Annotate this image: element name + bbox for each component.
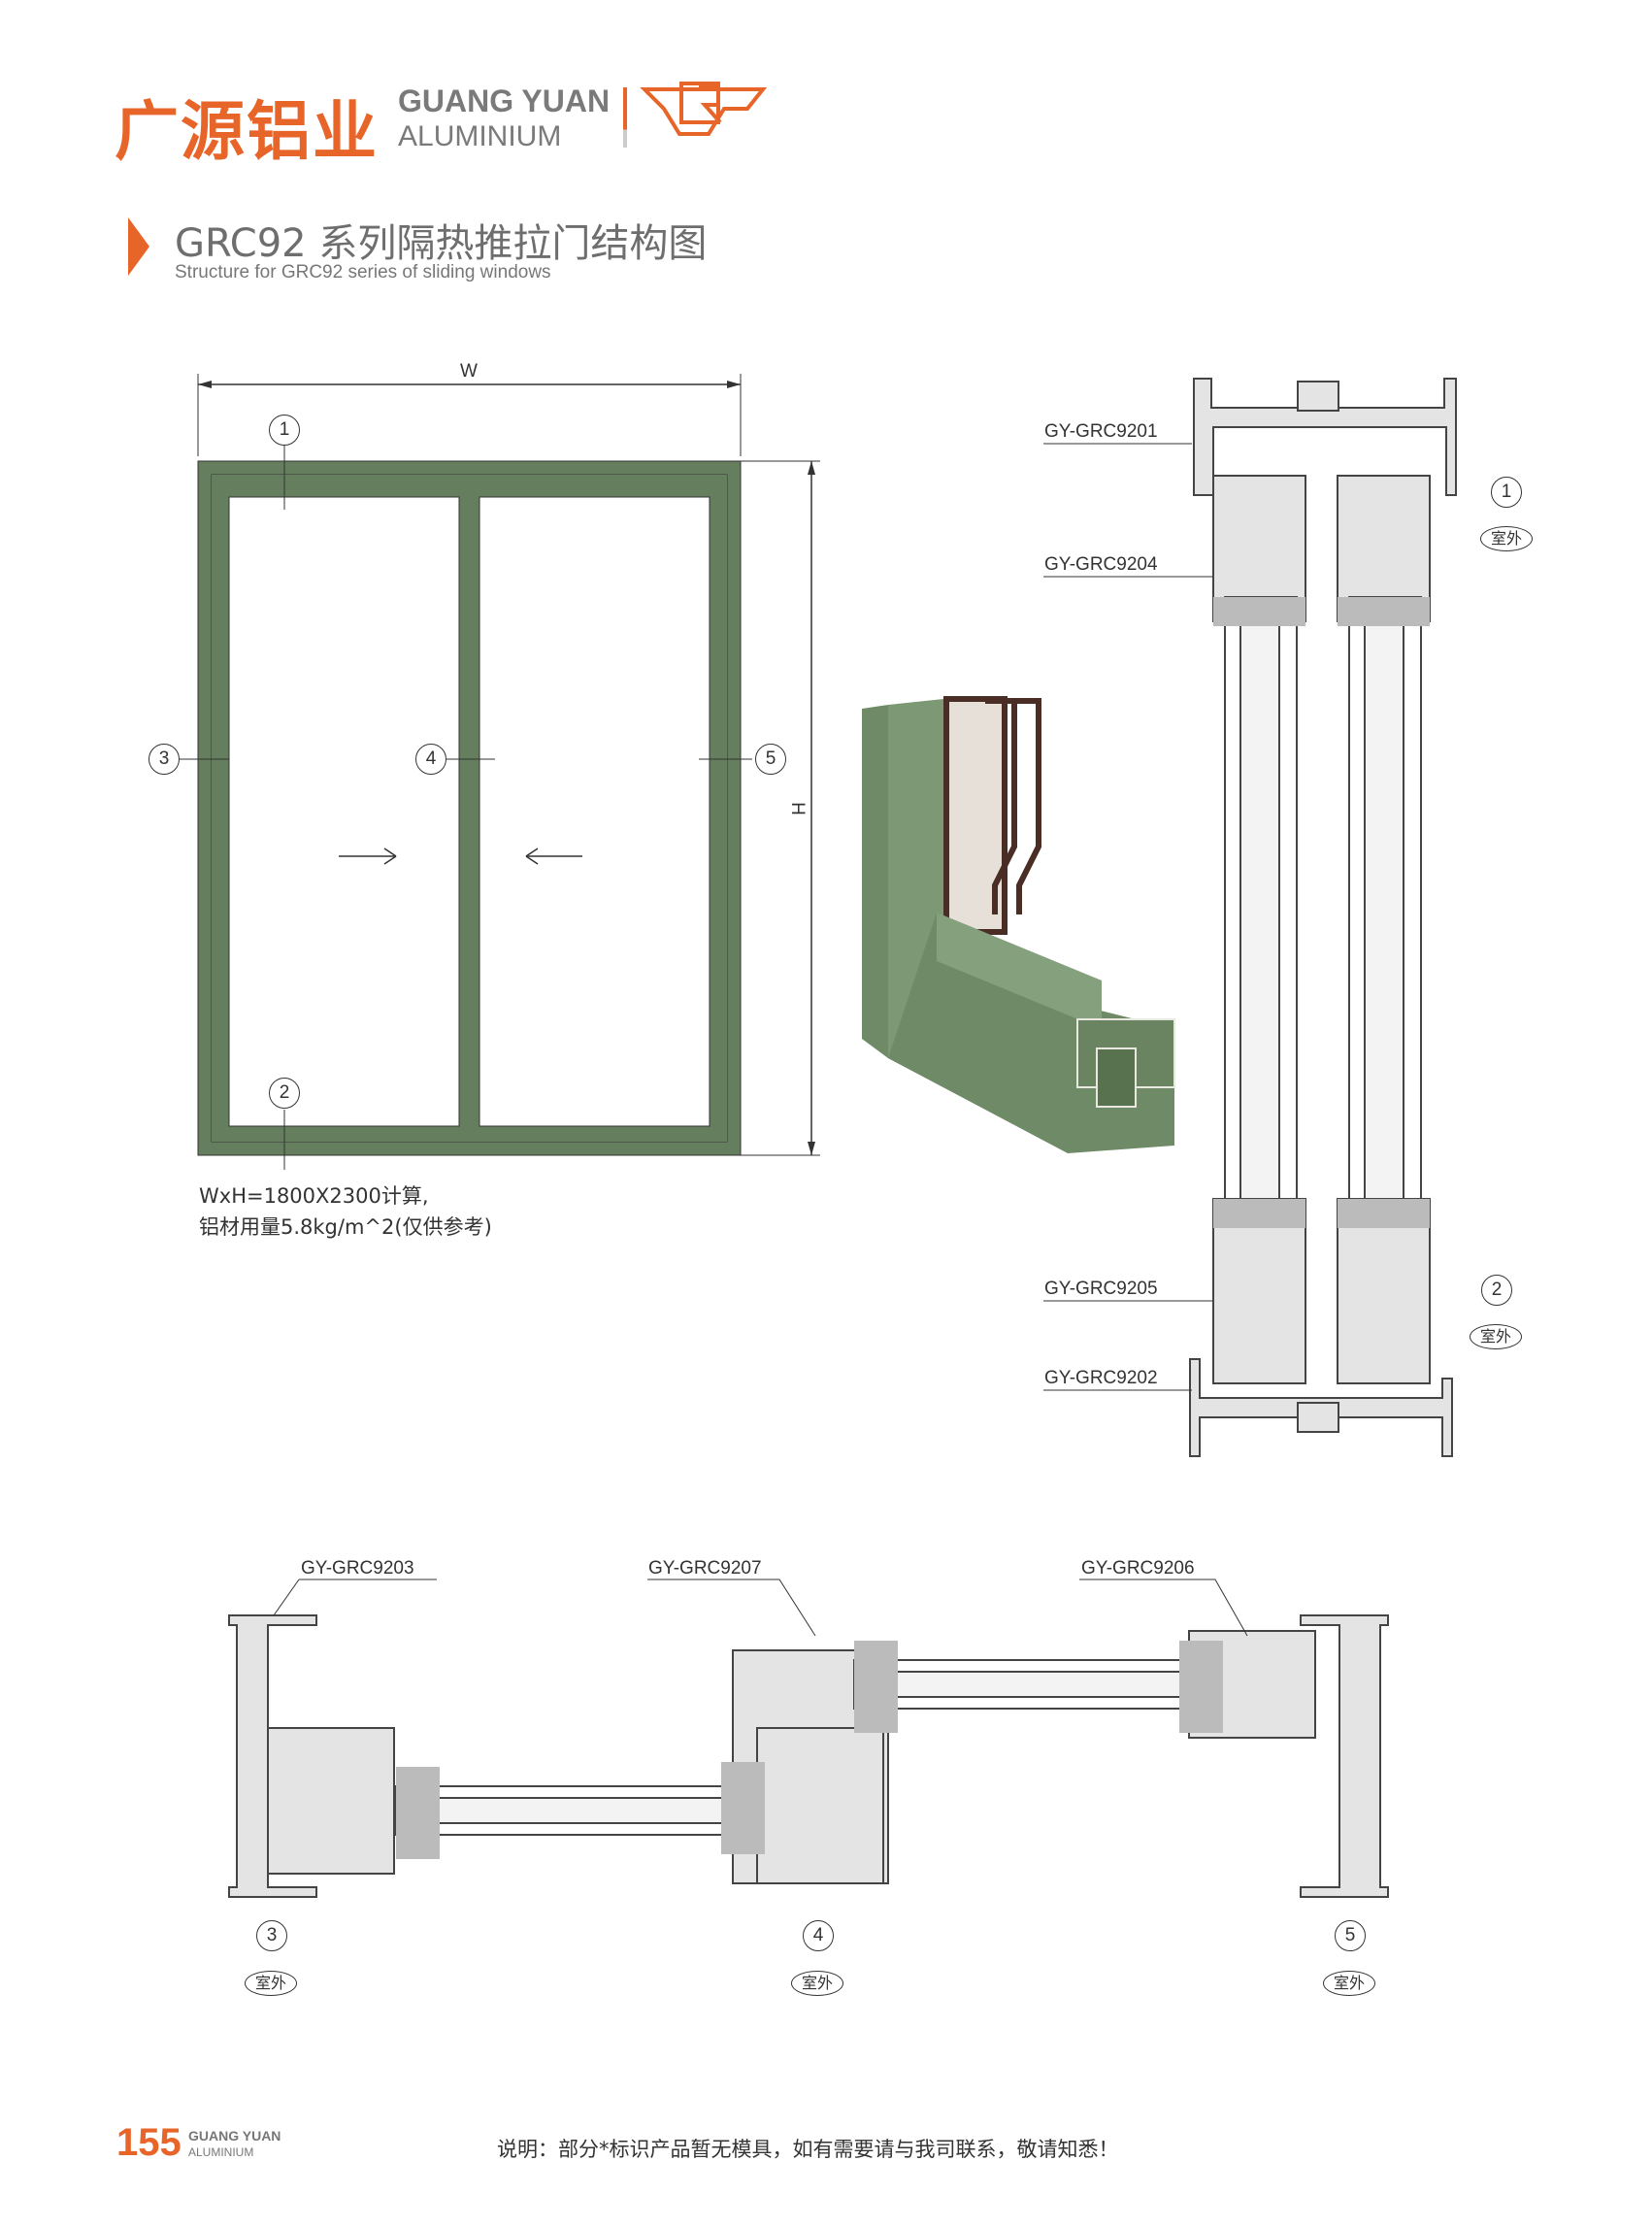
profile-label: GY-GRC9204	[1044, 554, 1158, 575]
profile-label: GY-GRC9202	[1044, 1368, 1158, 1388]
calc-note: WxH=1800X2300计算,	[199, 1184, 429, 1208]
section-marker-3: 3	[256, 1920, 287, 1951]
page-subtitle: Structure for GRC92 series of sliding wi…	[175, 262, 551, 283]
section-marker-4: 4	[803, 1920, 834, 1951]
profile-label: GY-GRC9205	[1044, 1279, 1158, 1299]
section-marker-2: 2	[1481, 1275, 1512, 1306]
height-label: H	[786, 802, 808, 815]
horizontal-section-drawing	[228, 1579, 1389, 1898]
profile-label: GY-GRC9207	[648, 1558, 762, 1579]
elevation-drawing	[180, 374, 820, 1170]
footer-note: 说明：部分*标识产品暂无模具，如有需要请与我司联系，敬请知悉！	[497, 2138, 1119, 2161]
profile-3d-render	[862, 696, 1175, 1153]
vertical-section-drawing	[1043, 378, 1457, 1457]
outdoor-badge: 室外	[1470, 1324, 1522, 1349]
footer-brand-sub: ALUMINIUM	[188, 2145, 254, 2159]
outdoor-badge: 室外	[1323, 1971, 1375, 1996]
profile-label: GY-GRC9203	[301, 1558, 414, 1579]
brand-logo-cn: 广源铝业	[115, 94, 379, 169]
profile-label: GY-GRC9201	[1044, 421, 1158, 442]
footer-brand: GUANG YUAN	[188, 2128, 281, 2144]
section-marker-1: 1	[1491, 477, 1522, 508]
section-marker-5: 5	[1335, 1920, 1366, 1951]
marker-2: 2	[269, 1078, 300, 1109]
width-label: W	[460, 361, 478, 382]
title-marker-icon	[128, 217, 149, 276]
outdoor-badge: 室外	[1480, 526, 1533, 551]
profile-label: GY-GRC9206	[1081, 1558, 1195, 1579]
material-note: 铝材用量5.8kg/m^2(仅供参考)	[199, 1215, 492, 1239]
marker-3: 3	[149, 744, 180, 775]
marker-4: 4	[415, 744, 446, 775]
outdoor-badge: 室外	[791, 1971, 843, 1996]
page-number: 155	[116, 2121, 182, 2164]
outdoor-badge: 室外	[245, 1971, 297, 1996]
brand-emblem-icon	[640, 82, 768, 136]
brand-name-en: GUANG YUAN	[398, 83, 611, 118]
brand-name-en-sub: ALUMINIUM	[398, 120, 562, 152]
marker-5: 5	[755, 744, 786, 775]
page-title: GRC92 系列隔热推拉门结构图	[175, 221, 708, 266]
logo-divider	[623, 87, 627, 148]
marker-1: 1	[269, 415, 300, 446]
